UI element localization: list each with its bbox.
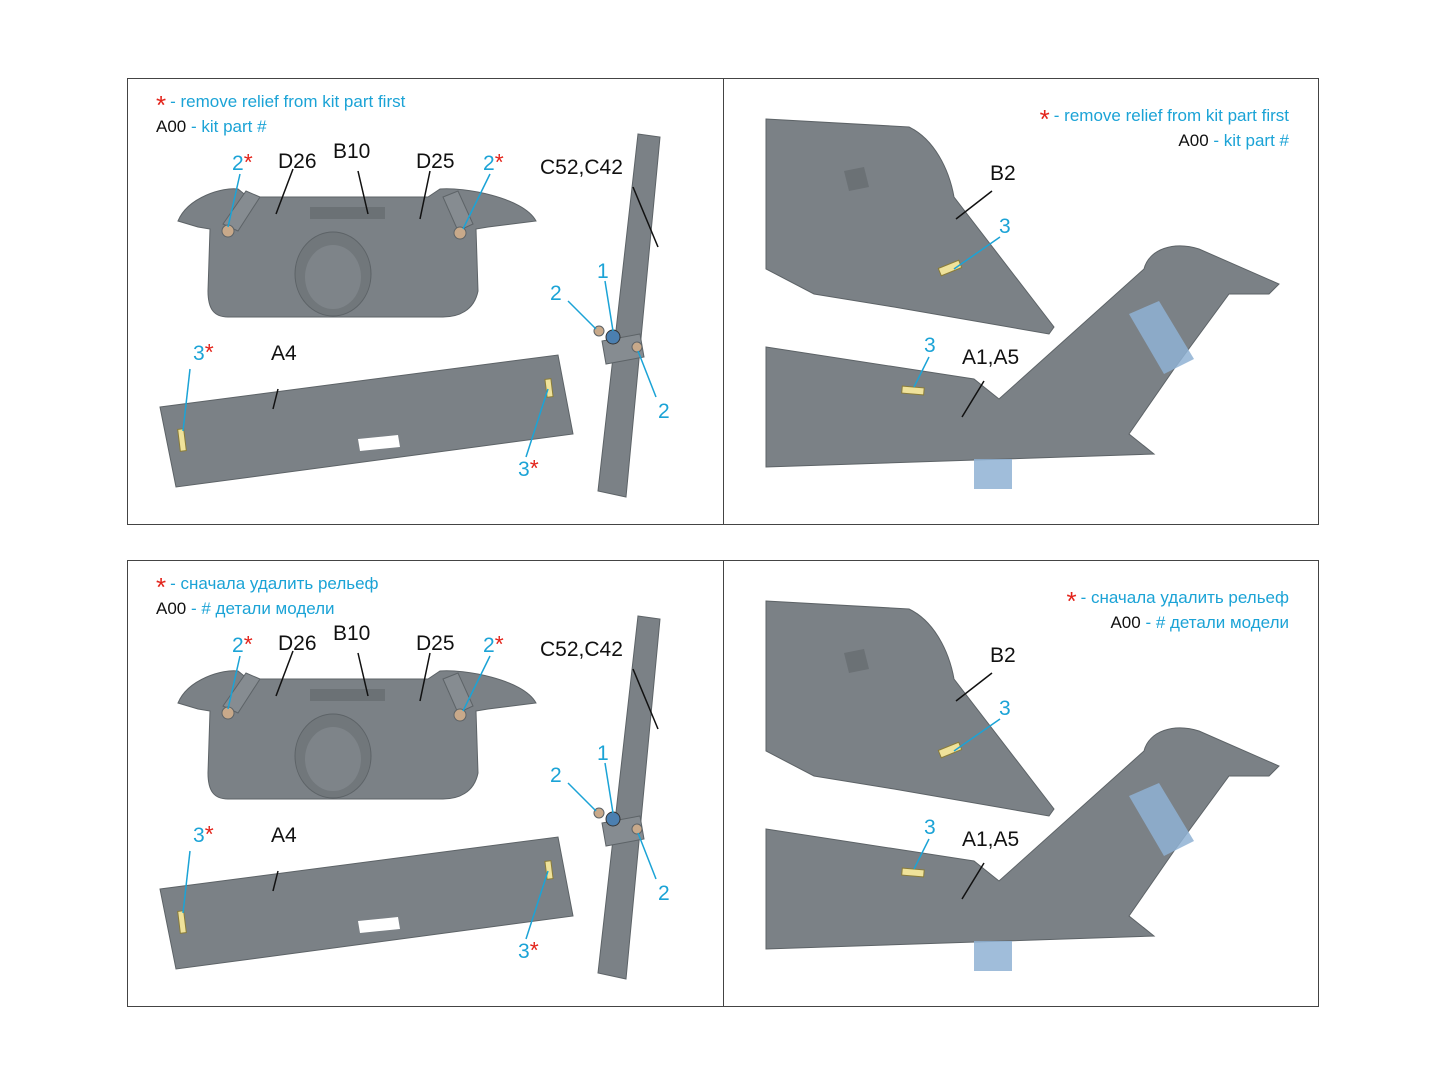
- b2-panel-part: [765, 118, 1055, 335]
- parts-illustration: [159, 615, 661, 980]
- cyan-leader-lines: [182, 173, 657, 458]
- panel-cockpit-parts: *- remove relief from kit part first A00…: [128, 79, 723, 524]
- black-leader-lines-tail: [955, 190, 993, 418]
- callout-2-star-left: 2*: [232, 631, 253, 657]
- part-number-note: - kit part #: [190, 117, 267, 136]
- remove-relief-note: - сначала удалить рельеф: [1080, 588, 1289, 607]
- label-a4: A4: [271, 342, 297, 365]
- instruction-sheet-english: *- remove relief from kit part first A00…: [127, 78, 1319, 525]
- red-star-marker: *: [156, 572, 167, 602]
- tail-boom-part: [765, 727, 1280, 971]
- parts-illustration: [159, 133, 661, 498]
- callout-3-boom: 3: [924, 816, 936, 839]
- part-code-example: A00: [156, 599, 187, 618]
- part-number-note: - # детали модели: [190, 599, 335, 618]
- black-leader-lines: [272, 650, 659, 892]
- label-d25: D25: [416, 632, 455, 655]
- callout-2-star-right: 2*: [483, 149, 504, 175]
- label-b2: B2: [990, 644, 1016, 667]
- legend-russian: *- сначала удалить рельеф A00 - # детали…: [156, 573, 379, 619]
- callout-2-upper: 2: [550, 764, 562, 787]
- rotor-blade-part: [593, 133, 661, 498]
- red-star-marker: *: [1039, 104, 1050, 134]
- label-d26: D26: [278, 632, 317, 655]
- instruction-sheet-russian: *- сначала удалить рельеф A00 - # детали…: [127, 560, 1319, 1007]
- callout-3-star-right: 3*: [518, 937, 539, 963]
- black-leader-lines-tail: [955, 672, 993, 900]
- legend-russian-right: *- сначала удалить рельеф A00 - # детали…: [1066, 587, 1289, 633]
- part-number-note: - # детали модели: [1145, 613, 1289, 632]
- b2-panel-part: [765, 600, 1055, 817]
- remove-relief-note: - remove relief from kit part first: [1053, 106, 1289, 125]
- label-d26: D26: [278, 150, 317, 173]
- part-number-note: - kit part #: [1213, 131, 1289, 150]
- part-code-example: A00: [1178, 131, 1209, 150]
- tail-illustration: [765, 600, 1280, 971]
- red-star-marker: *: [156, 90, 167, 120]
- label-c52-c42: C52,C42: [540, 156, 623, 179]
- tail-illustration: [765, 118, 1280, 489]
- panel-cockpit-parts: *- сначала удалить рельеф A00 - # детали…: [128, 561, 723, 1006]
- callout-2-upper: 2: [550, 282, 562, 305]
- callout-3-b2: 3: [999, 697, 1011, 720]
- black-leader-lines: [272, 168, 659, 410]
- panel-tail-parts: *- сначала удалить рельеф A00 - # детали…: [724, 561, 1319, 1006]
- callout-1: 1: [597, 742, 609, 765]
- callout-1: 1: [597, 260, 609, 283]
- panel-divider: [723, 561, 724, 1006]
- red-star-marker: *: [1066, 586, 1077, 616]
- label-a1-a5: A1,A5: [962, 828, 1020, 851]
- callout-2-star-right: 2*: [483, 631, 504, 657]
- label-b2: B2: [990, 162, 1016, 185]
- label-a4: A4: [271, 824, 297, 847]
- part-code-example: A00: [1110, 613, 1141, 632]
- part-code-example: A00: [156, 117, 187, 136]
- legend-english-right: *- remove relief from kit part first A00…: [1040, 105, 1289, 151]
- label-b10: B10: [333, 622, 371, 645]
- rotor-blade-part: [593, 615, 661, 980]
- panel-divider: [723, 79, 724, 524]
- panel-tail-parts: *- remove relief from kit part first A00…: [724, 79, 1319, 524]
- callout-3-star-left: 3*: [193, 821, 214, 847]
- callout-3-star-left: 3*: [193, 339, 214, 365]
- a4-panel-part: [159, 836, 574, 970]
- callout-2-lower: 2: [658, 882, 670, 905]
- callout-2-lower: 2: [658, 400, 670, 423]
- label-c52-c42: C52,C42: [540, 638, 623, 661]
- callout-2-star-left: 2*: [232, 149, 253, 175]
- label-d25: D25: [416, 150, 455, 173]
- legend-english: *- remove relief from kit part first A00…: [156, 91, 405, 137]
- instrument-hood-part: [177, 188, 537, 318]
- cyan-leader-lines-tail: [913, 236, 1001, 388]
- callout-3-star-right: 3*: [518, 455, 539, 481]
- label-a1-a5: A1,A5: [962, 346, 1020, 369]
- remove-relief-note: - remove relief from kit part first: [170, 92, 406, 111]
- callout-3-boom: 3: [924, 334, 936, 357]
- a4-panel-part: [159, 354, 574, 488]
- callout-3-b2: 3: [999, 215, 1011, 238]
- cyan-leader-lines: [182, 655, 657, 940]
- tail-boom-part: [765, 245, 1280, 489]
- instrument-hood-part: [177, 670, 537, 800]
- remove-relief-note: - сначала удалить рельеф: [170, 574, 379, 593]
- label-b10: B10: [333, 140, 371, 163]
- cyan-leader-lines-tail: [913, 718, 1001, 870]
